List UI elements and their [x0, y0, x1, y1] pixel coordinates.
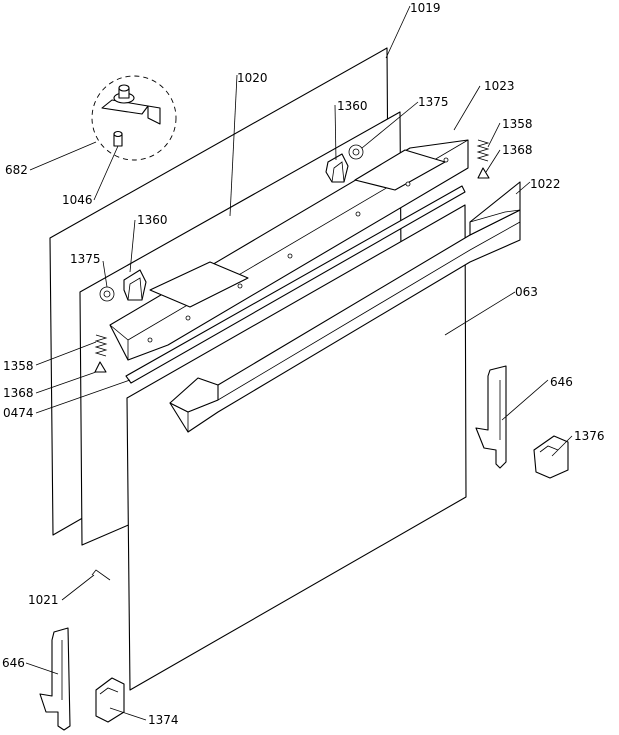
plug-1368-left: [94, 361, 107, 373]
label-646-right: 646: [550, 375, 573, 389]
label-646-left: 646: [2, 656, 25, 670]
pin-1021: [91, 569, 111, 581]
hinge-receiver-1374: [95, 677, 125, 723]
label-0474: 0474: [3, 406, 34, 420]
label-1368-top: 1368: [502, 143, 533, 157]
hinge-receiver-1376: [533, 435, 569, 479]
label-1375-left: 1375: [70, 252, 101, 266]
hinge-646-right: [475, 365, 507, 469]
label-1368-left: 1368: [3, 386, 34, 400]
label-1020: 1020: [237, 71, 268, 85]
label-1358-top: 1358: [502, 117, 533, 131]
label-682: 682: [5, 163, 28, 177]
label-1376: 1376: [574, 429, 605, 443]
clip-1360-top: [325, 153, 349, 183]
plug-1368-top: [477, 167, 490, 179]
top-profile-1023: [109, 139, 469, 361]
label-1358-left: 1358: [3, 359, 34, 373]
leader-lines: [25, 5, 573, 721]
hinge-646-left: [39, 627, 71, 731]
front-glass-panel-063: [126, 204, 467, 691]
part-labels: 1019 1020 1023 1358 1368 1022 1360 1375 …: [2, 1, 605, 727]
label-1022: 1022: [530, 177, 561, 191]
label-1375-top: 1375: [418, 95, 449, 109]
clip-1360-left: [123, 269, 147, 301]
label-1360-top: 1360: [337, 99, 368, 113]
spring-1358-left: [94, 334, 108, 357]
seal-strip-0474: [125, 185, 466, 384]
label-1019: 1019: [410, 1, 441, 15]
label-1023: 1023: [484, 79, 515, 93]
spring-1358-top: [476, 139, 490, 162]
label-063: 063: [515, 285, 538, 299]
detail-circle-682: [91, 75, 177, 161]
handle-1022: [169, 181, 521, 433]
label-1360-left: 1360: [137, 213, 168, 227]
label-1374: 1374: [148, 713, 179, 727]
label-1021: 1021: [28, 593, 59, 607]
label-1046: 1046: [62, 193, 93, 207]
